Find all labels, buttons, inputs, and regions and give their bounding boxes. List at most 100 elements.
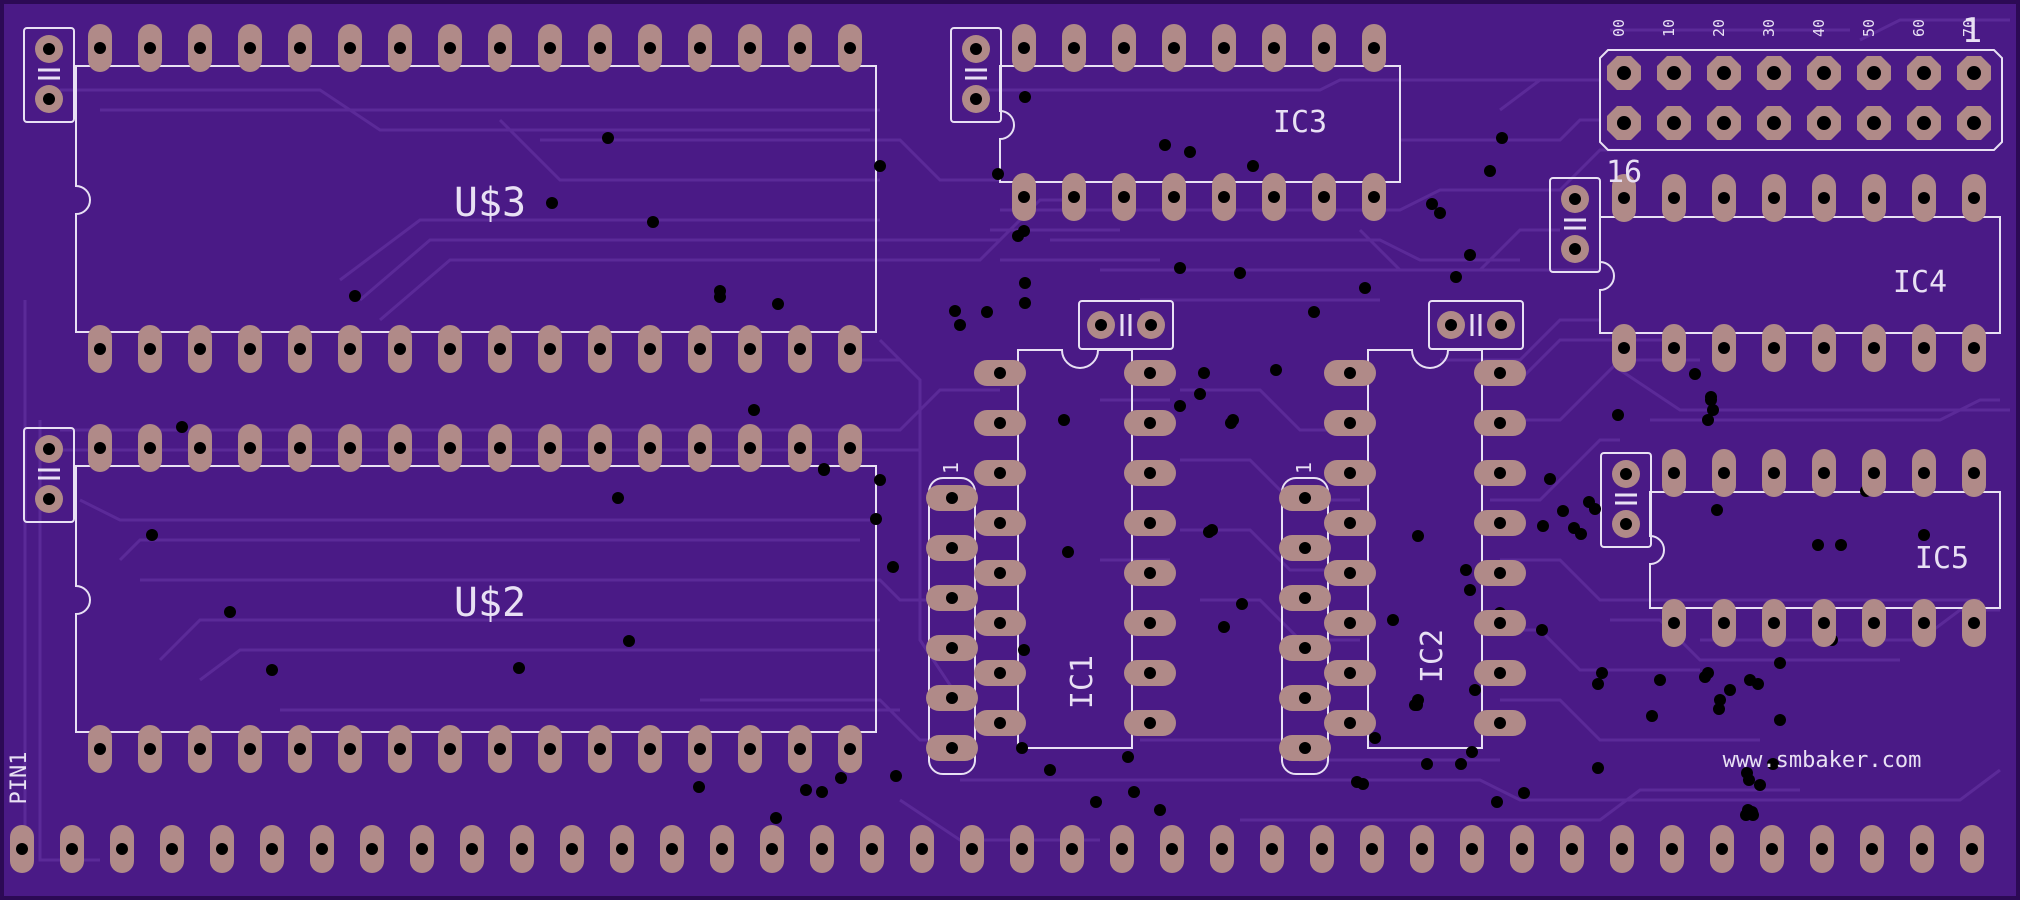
u3-bottom-pad-4-hole	[294, 343, 306, 355]
via-118	[1774, 714, 1786, 726]
ic5-top-pad-5-hole	[1918, 467, 1930, 479]
via-14	[1426, 198, 1438, 210]
ic5-bottom-pad-3-hole	[1818, 617, 1830, 629]
u2-top-pad-4	[288, 424, 312, 472]
trace-34	[1500, 698, 1760, 742]
trace-51	[1358, 228, 1600, 272]
u2-top-pad-12	[688, 424, 712, 472]
ic2-right-pad-7	[1474, 710, 1526, 736]
ic5-top-pad-3-hole	[1818, 467, 1830, 479]
ic1-left-pad-0-hole	[994, 367, 1006, 379]
edge-pad-15-hole	[766, 843, 778, 855]
edge-pad-38	[1910, 825, 1934, 873]
u2-bottom-pad-1-hole	[144, 743, 156, 755]
ic5-top-pad-1	[1712, 449, 1736, 497]
header-bottom-pad-2-hole	[1717, 116, 1731, 130]
via-95	[1589, 503, 1601, 515]
via-99	[1469, 684, 1481, 696]
via-48	[818, 463, 830, 475]
edge-pad-17-hole	[866, 843, 878, 855]
ic1-sip-pad-0	[926, 485, 978, 511]
u2-top-pad-14-hole	[794, 442, 806, 454]
ic5-bottom-pad-2-hole	[1768, 617, 1780, 629]
via-0	[602, 132, 614, 144]
u3-top-pad-1-hole	[144, 42, 156, 54]
ic5-bottom-pad-3	[1812, 599, 1836, 647]
ic3-top-pad-0-hole	[1018, 42, 1030, 54]
via-62	[1369, 732, 1381, 744]
ic2-left-pad-7	[1324, 710, 1376, 736]
ic2-sip-pad-1-hole	[1299, 542, 1311, 554]
edge-pad-14-hole	[716, 843, 728, 855]
edge-pad-21-hole	[1066, 843, 1078, 855]
cap-u2-pad-b-hole	[43, 493, 55, 505]
u3-bottom-pad-10-hole	[594, 343, 606, 355]
ic4-bottom-pad-1-hole	[1668, 342, 1680, 354]
via-33	[1225, 417, 1237, 429]
ic5-top-pad-5	[1912, 449, 1936, 497]
pin1-label: PIN1	[7, 752, 32, 805]
ic3-bottom-pad-5	[1262, 173, 1286, 221]
edge-pad-13-hole	[666, 843, 678, 855]
u3-bottom-pad-1-hole	[144, 343, 156, 355]
trace-47	[1859, 18, 2010, 42]
ic2-right-pad-6-hole	[1494, 667, 1506, 679]
trace-21	[1100, 228, 1560, 272]
ic4-top-pad-6	[1912, 174, 1936, 222]
via-34	[954, 319, 966, 331]
via-74	[1835, 539, 1847, 551]
u2-bottom-pad-0	[88, 725, 112, 773]
u3-top-pad-4-hole	[294, 42, 306, 54]
u2-top-pad-1	[138, 424, 162, 472]
via-13	[1496, 132, 1508, 144]
via-122	[1812, 539, 1824, 551]
ic3-top-pad-1-hole	[1068, 42, 1080, 54]
edge-pad-22-hole	[1116, 843, 1128, 855]
ic2-sip-pad-2	[1279, 585, 1331, 611]
ic1-left-pad-6-hole	[994, 667, 1006, 679]
via-70	[1702, 414, 1714, 426]
edge-pad-18-hole	[916, 843, 928, 855]
u2-bottom-pad-7-hole	[444, 743, 456, 755]
ic4-bottom-pad-6-hole	[1918, 342, 1930, 354]
via-86	[1491, 796, 1503, 808]
ic2-sip-pad-5-hole	[1299, 742, 1311, 754]
cap-u3-pad-a	[35, 35, 63, 63]
cap-ic2-pad-b-hole	[1495, 319, 1507, 331]
header-bottom-pad-7-hole	[1967, 116, 1981, 130]
u3-top-pad-6	[388, 24, 412, 72]
u2-top-pad-3-hole	[244, 442, 256, 454]
u2-top-pad-13-hole	[744, 442, 756, 454]
u3-bottom-pad-7	[438, 325, 462, 373]
u3-bottom-pad-15-hole	[844, 343, 856, 355]
via-108	[816, 786, 828, 798]
ic5-bottom-pad-4	[1862, 599, 1886, 647]
u2-label: U$2	[454, 580, 526, 626]
u3-bottom-pad-11	[638, 325, 662, 373]
edge-pad-38-hole	[1916, 843, 1928, 855]
via-83	[1592, 762, 1604, 774]
ic1-right-pad-4	[1124, 560, 1176, 586]
ic2-left-pad-1-hole	[1344, 417, 1356, 429]
pads	[10, 24, 1991, 873]
ic3-label: IC3	[1273, 105, 1327, 140]
ic1-sip-pad-1-hole	[946, 542, 958, 554]
ic2-left-pad-4-hole	[1344, 567, 1356, 579]
u2-top-pad-0-hole	[94, 442, 106, 454]
u2-top-pad-2	[188, 424, 212, 472]
u2-bottom-pad-7	[438, 725, 462, 773]
edge-pad-36	[1810, 825, 1834, 873]
edge-pad-9	[460, 825, 484, 873]
ic1-sip-pad-3	[926, 635, 978, 661]
ic2-right-pad-4-hole	[1494, 567, 1506, 579]
ic2-right-pad-2	[1474, 460, 1526, 486]
ic2-left-pad-3-hole	[1344, 517, 1356, 529]
u3-top-pad-10-hole	[594, 42, 606, 54]
via-43	[146, 529, 158, 541]
ic3-top-pad-2-hole	[1118, 42, 1130, 54]
ic5-top-pad-0-hole	[1668, 467, 1680, 479]
ic1-right-pad-1-hole	[1144, 417, 1156, 429]
u2-bottom-pad-10-hole	[594, 743, 606, 755]
ic3-bottom-pad-4-hole	[1218, 191, 1230, 203]
u3-top-pad-2	[188, 24, 212, 72]
